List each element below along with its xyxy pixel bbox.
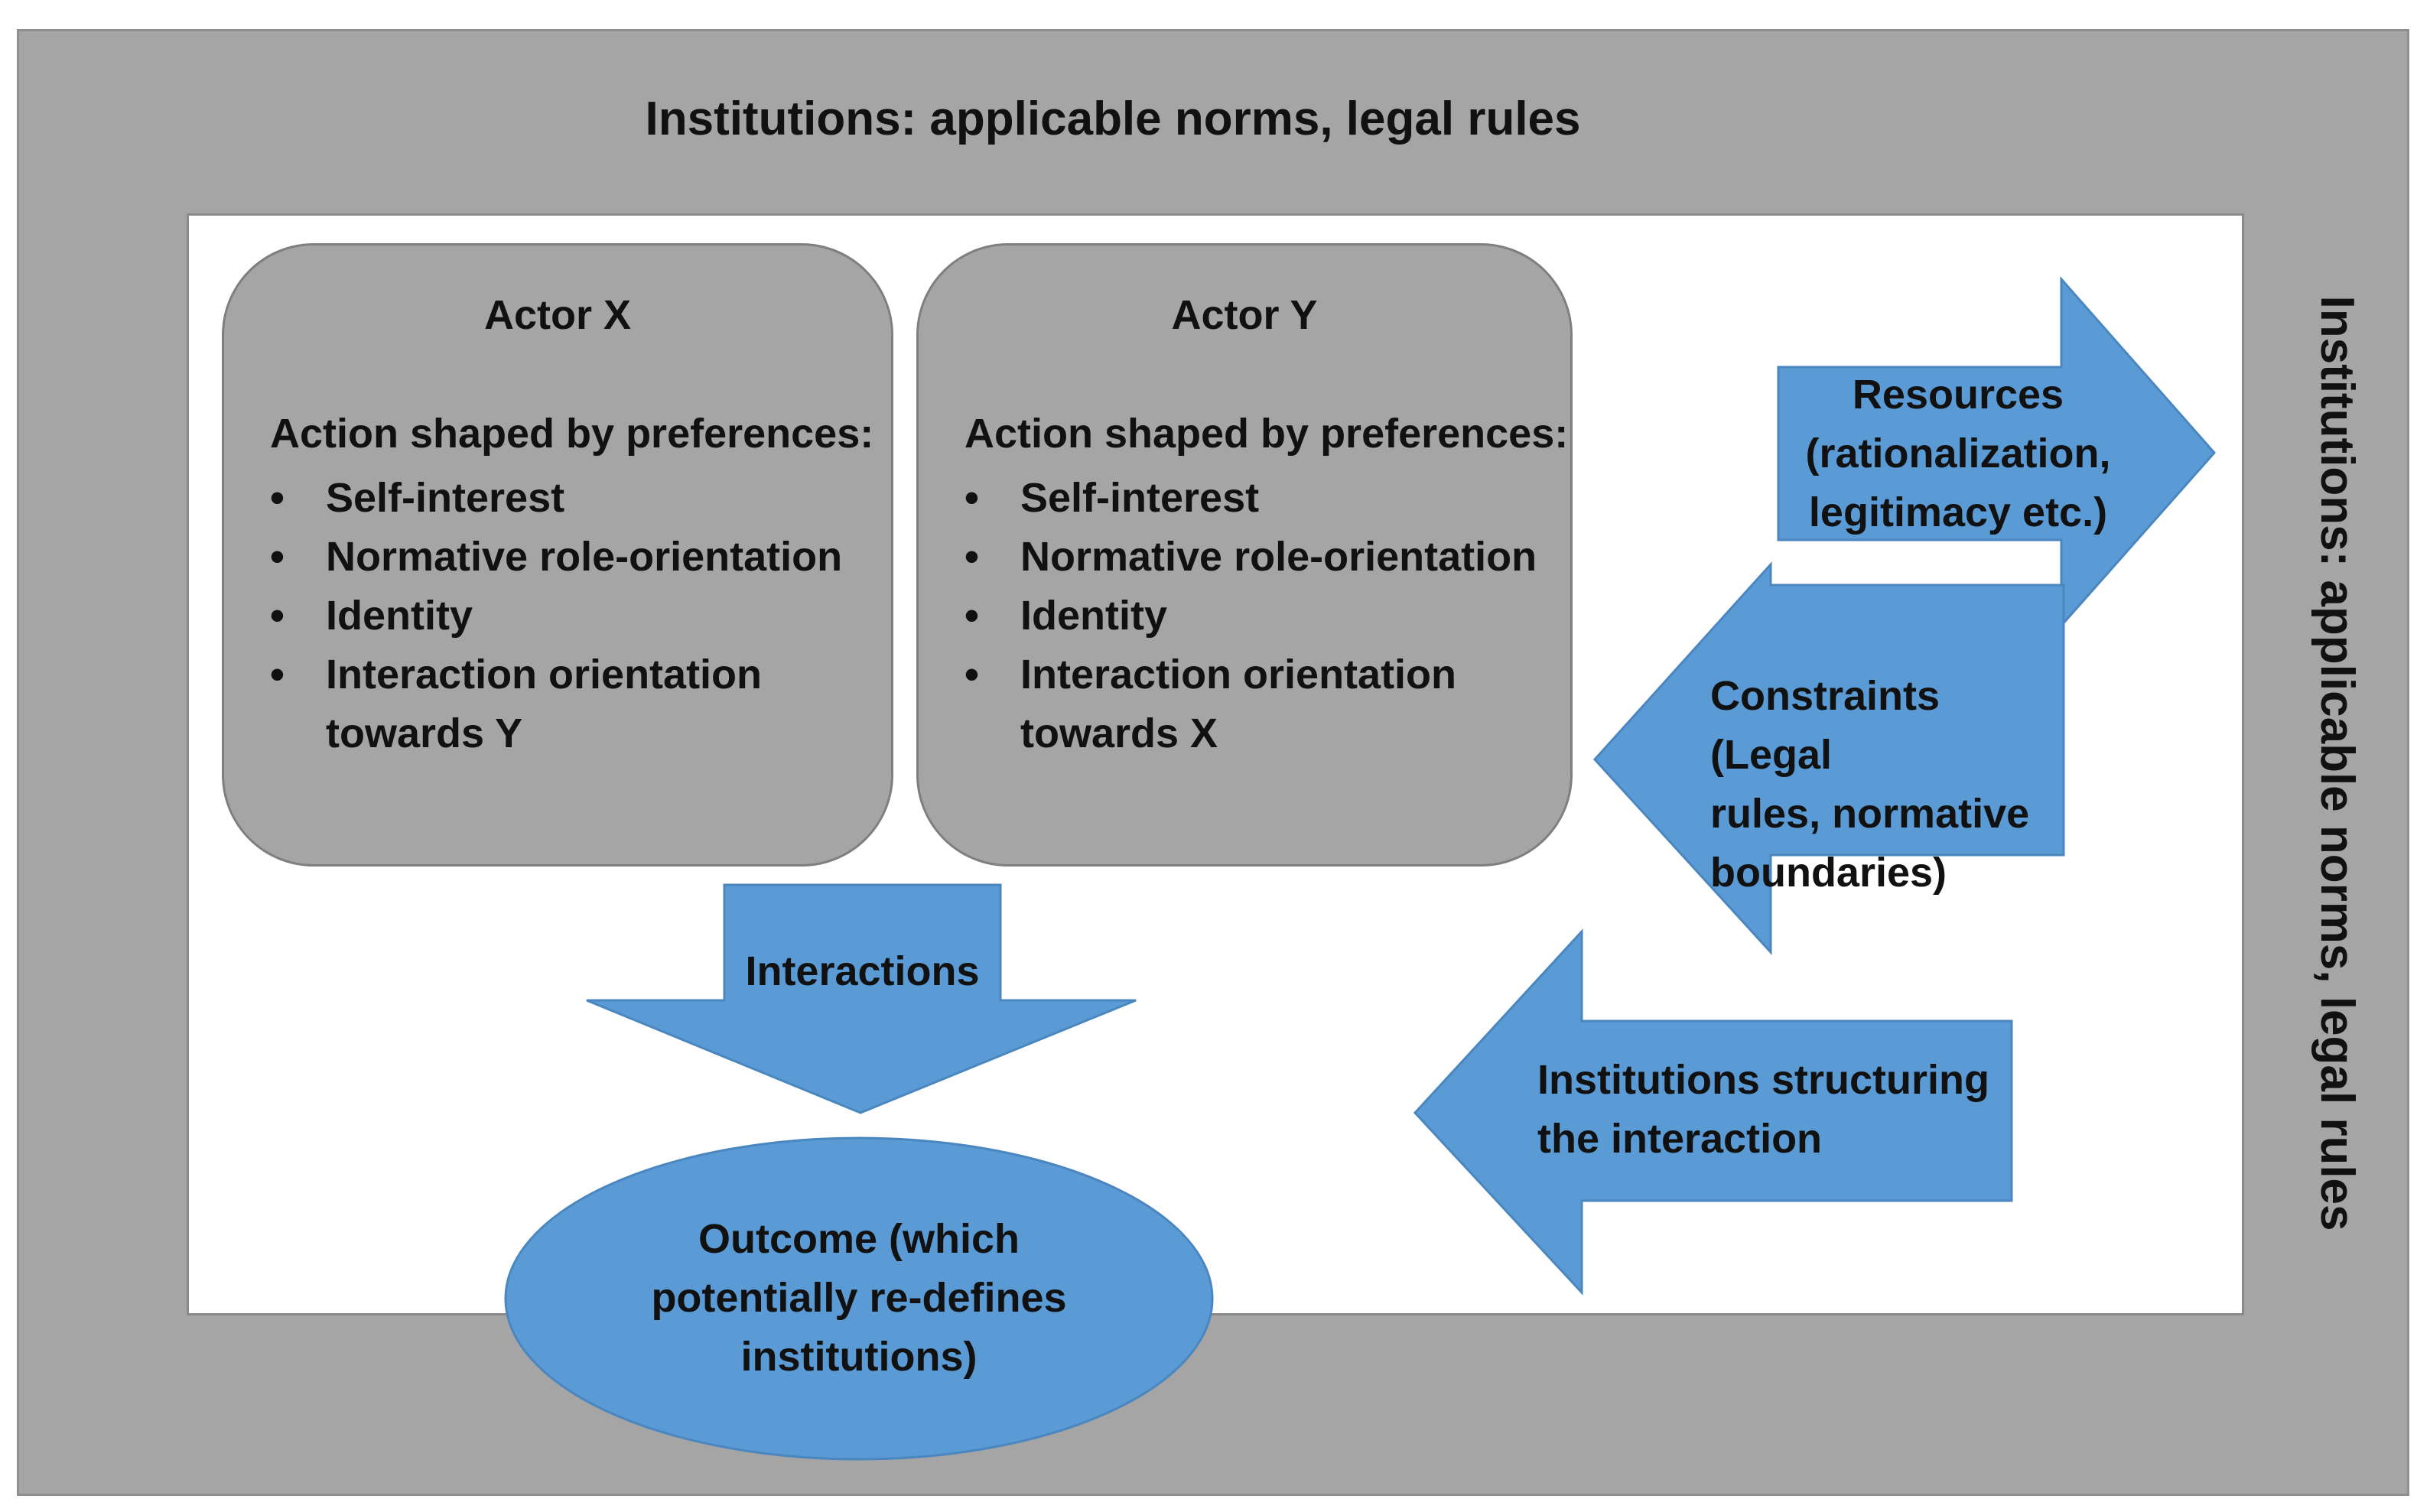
list-item: •Identity (270, 587, 842, 645)
frame-title: Institutions: applicable norms, legal ru… (645, 93, 1581, 145)
list-item: •Self-interest (270, 469, 842, 528)
structuring-label: Institutions structuring the interaction (1537, 1057, 1989, 1162)
bullet-icon: • (965, 652, 979, 697)
bullet-icon: • (270, 652, 285, 697)
list-item-continuation: towards Y (326, 710, 523, 756)
list-item: •Interaction orientation (965, 645, 1537, 704)
list-item: •Self-interest (965, 469, 1537, 528)
actor-x-title: Actor X (483, 292, 632, 338)
bullet-icon: • (270, 475, 285, 521)
list-item: •Identity (965, 587, 1537, 645)
actor-x-box: Actor X Action shaped by preferences: •S… (222, 243, 893, 867)
resources-label: Resources (rationalization, legitimacy e… (1805, 372, 2111, 535)
resources-arrow (1777, 276, 2217, 629)
list-item: •Normative role-orientation (270, 528, 842, 587)
actor-x-preference-list: •Self-interest •Normative role-orientati… (270, 469, 842, 763)
interactions-arrow (586, 883, 1137, 1114)
list-item: •Normative role-orientation (965, 528, 1537, 587)
actor-y-box: Actor Y Action shaped by preferences: •S… (916, 243, 1573, 867)
constraints-arrow (1592, 561, 2065, 955)
actor-y-lead: Action shaped by preferences: (965, 411, 1569, 457)
actor-x-lead: Action shaped by preferences: (270, 411, 874, 457)
constraints-label: Constraints (Legal rules, normative boun… (1710, 673, 2030, 896)
actor-y-title: Actor Y (1171, 292, 1318, 338)
bullet-icon: • (965, 593, 979, 639)
bullet-icon: • (965, 534, 979, 580)
structuring-arrow (1413, 928, 2013, 1296)
interactions-label: Interactions (745, 948, 980, 994)
actor-y-preference-list: •Self-interest •Normative role-orientati… (965, 469, 1537, 763)
outcome-ellipse (504, 1136, 1214, 1461)
list-item-continuation: towards X (1020, 710, 1218, 756)
list-item: •Interaction orientation (270, 645, 842, 704)
outcome-label: Outcome (which potentially re-defines in… (651, 1216, 1067, 1380)
bullet-icon: • (965, 475, 979, 521)
bullet-icon: • (270, 593, 285, 639)
bullet-icon: • (270, 534, 285, 580)
